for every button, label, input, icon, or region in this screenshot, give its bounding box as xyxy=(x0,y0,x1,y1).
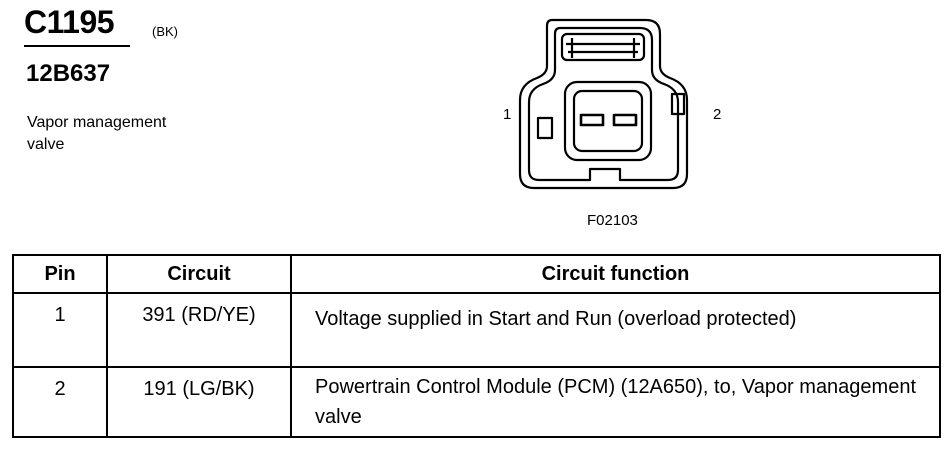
pin-circuit-table: Pin Circuit Circuit function 1 391 (RD/Y… xyxy=(12,254,941,438)
pin-1-terminal xyxy=(579,113,605,127)
inner-housing-outline xyxy=(527,26,680,182)
connector-id: C1195 xyxy=(24,4,115,40)
header-circuit-function: Circuit function xyxy=(290,254,941,294)
pin-cell: 1 xyxy=(12,292,108,368)
side-key-right xyxy=(670,92,686,116)
circuit-function-cell: Voltage supplied in Start and Run (overl… xyxy=(290,292,941,368)
circuit-function-cell: Powertrain Control Module (PCM) (12A650)… xyxy=(290,366,941,438)
table-row: 1 391 (RD/YE) Voltage supplied in Start … xyxy=(12,292,941,368)
table-header-row: Pin Circuit Circuit function xyxy=(12,254,941,294)
pin-cell: 2 xyxy=(12,366,108,438)
outer-housing-outline xyxy=(518,18,689,190)
connector-face-diagram xyxy=(518,18,689,190)
circuit-cell: 391 (RD/YE) xyxy=(106,292,292,368)
header-pin: Pin xyxy=(12,254,108,294)
side-key-left xyxy=(536,116,554,140)
locking-latch xyxy=(560,32,646,62)
part-number: 12B637 xyxy=(26,60,111,87)
terminal-cavity-inner xyxy=(572,89,644,153)
pin-label-2: 2 xyxy=(713,106,722,123)
terminal-cavity xyxy=(563,80,653,162)
connector-description: Vapor management valve xyxy=(27,114,167,153)
title-underline xyxy=(24,45,130,47)
pin-2-terminal xyxy=(612,113,638,127)
pin-label-1: 1 xyxy=(503,106,512,123)
figure-code: F02103 xyxy=(587,212,638,229)
table-row: 2 191 (LG/BK) Powertrain Control Module … xyxy=(12,366,941,438)
header-circuit: Circuit xyxy=(106,254,292,294)
circuit-cell: 191 (LG/BK) xyxy=(106,366,292,438)
connector-color-code: (BK) xyxy=(152,24,178,39)
